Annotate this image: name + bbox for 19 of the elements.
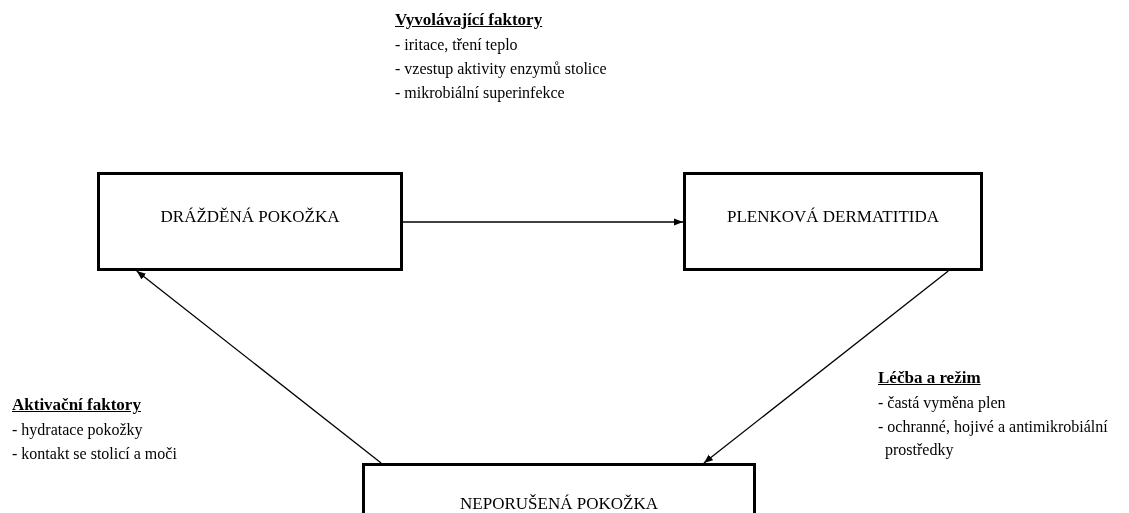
heading: Aktivační faktory [12,394,141,416]
list-item: - ochranné, hojivé a antimikrobiální prostředky [878,417,1109,461]
list-item: - hydratace pokožky [12,420,143,441]
arrow [136,270,382,464]
arrow [703,270,949,464]
arrow [402,218,684,226]
process-box [362,463,756,513]
list-item: - častá vyměna plen [878,393,1006,414]
list-item: - mikrobiální superinfekce [395,83,565,104]
box-label: NEPORUŠENÁ POKOŽKA [460,494,658,513]
list-item: - vzestup aktivity enzymů stolice [395,59,607,80]
list-item: - kontakt se stolicí a moči [12,444,177,464]
process-box [683,172,983,271]
heading: Léčba a režim [878,367,981,389]
box-label: DRÁŽDĚNÁ POKOŽKA [160,207,340,228]
list-item: - iritace, tření teplo [395,35,518,56]
heading: Vyvolávající faktory [395,9,543,31]
box-label: PLENKOVÁ DERMATITIDA [727,207,939,228]
process-box [97,172,403,271]
